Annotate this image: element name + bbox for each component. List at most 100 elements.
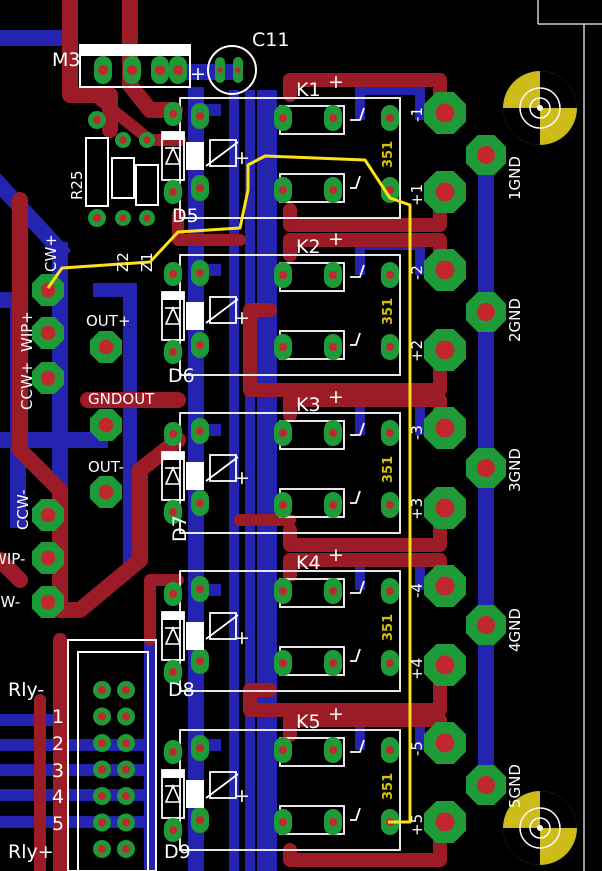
diode-pin[interactable] — [164, 500, 182, 524]
highlighted-trace[interactable] — [46, 154, 412, 824]
terminal-pad[interactable] — [32, 274, 64, 306]
gnd-pad[interactable] — [466, 448, 506, 488]
diode-pin[interactable] — [164, 740, 182, 764]
relay-pin[interactable] — [324, 809, 342, 835]
diode-pin[interactable] — [164, 262, 182, 286]
relay-pin[interactable] — [191, 332, 209, 358]
terminal-pad[interactable] — [90, 409, 122, 441]
terminal-pad[interactable] — [32, 362, 64, 394]
relay-pin[interactable] — [191, 576, 209, 602]
relay-pin[interactable] — [274, 578, 292, 604]
header-pin[interactable] — [123, 56, 141, 84]
output-pad[interactable] — [424, 801, 466, 843]
capacitor-pin[interactable] — [233, 57, 243, 83]
relay-pin[interactable] — [381, 262, 399, 288]
rly-connector-pin[interactable] — [117, 840, 135, 858]
relay-k4[interactable]: K4+351 — [179, 544, 401, 692]
diode-d8[interactable]: + — [161, 582, 250, 684]
output-pad[interactable] — [424, 722, 466, 764]
rly-connector-pin[interactable] — [93, 840, 111, 858]
diode-d7[interactable]: + — [161, 422, 250, 524]
diode-pin[interactable] — [164, 180, 182, 204]
diode-pin[interactable] — [164, 340, 182, 364]
gnd-pad[interactable] — [466, 135, 506, 175]
relay-pin[interactable] — [324, 578, 342, 604]
output-pad[interactable] — [424, 487, 466, 529]
relay-k3[interactable]: K3+351 — [179, 386, 401, 534]
relay-pin[interactable] — [191, 175, 209, 201]
relay-k1[interactable]: K1+351 — [179, 71, 401, 219]
diode-d9[interactable]: + — [161, 740, 250, 842]
rly-connector-pin[interactable] — [117, 760, 135, 779]
output-pad[interactable] — [424, 407, 466, 449]
relay-pin[interactable] — [191, 103, 209, 129]
zener-pin[interactable] — [115, 210, 131, 226]
diode-d6[interactable]: + — [161, 262, 250, 364]
rly-connector-pin[interactable] — [93, 734, 111, 752]
relay-pin[interactable] — [274, 650, 292, 676]
relay-pin[interactable] — [381, 737, 399, 763]
output-pad[interactable] — [424, 92, 466, 134]
mounting-hole-bottom[interactable] — [503, 791, 577, 865]
diode-pin[interactable] — [164, 660, 182, 684]
rly-connector-pin[interactable] — [117, 707, 135, 726]
rly-connector-pin[interactable] — [117, 734, 135, 752]
diode-pin[interactable] — [164, 422, 182, 446]
diode-pin[interactable] — [164, 102, 182, 126]
rly-connector-pin[interactable] — [117, 787, 135, 805]
rly-connector-pin[interactable] — [93, 787, 111, 805]
relay-pin[interactable] — [381, 492, 399, 518]
relay-pin[interactable] — [381, 334, 399, 360]
relay-pin[interactable] — [324, 105, 342, 131]
diode-d5[interactable]: + — [161, 102, 250, 204]
terminal-pad[interactable] — [32, 542, 64, 574]
relay-pin[interactable] — [381, 105, 399, 131]
gnd-pad[interactable] — [466, 605, 506, 645]
relay-pin[interactable] — [381, 650, 399, 676]
terminal-pad[interactable] — [90, 476, 122, 508]
mounting-hole-top[interactable] — [503, 71, 577, 145]
relay-pin[interactable] — [191, 418, 209, 444]
zener-pin[interactable] — [115, 132, 131, 148]
zener-pin[interactable] — [139, 132, 155, 148]
rly-connector-pin[interactable] — [93, 813, 111, 832]
relay-pin[interactable] — [274, 177, 292, 203]
relay-k5[interactable]: K5+351 — [179, 703, 401, 851]
relay-pin[interactable] — [381, 420, 399, 446]
terminal-pad[interactable] — [32, 499, 64, 531]
relay-pin[interactable] — [324, 492, 342, 518]
relay-pin[interactable] — [191, 807, 209, 833]
relay-pin[interactable] — [381, 578, 399, 604]
output-pad[interactable] — [424, 329, 466, 371]
header-pin[interactable] — [94, 56, 112, 84]
terminal-pad[interactable] — [32, 317, 64, 349]
gnd-pad[interactable] — [466, 765, 506, 805]
header-pin[interactable] — [151, 56, 169, 84]
relay-pin[interactable] — [324, 334, 342, 360]
relay-pin[interactable] — [274, 492, 292, 518]
relay-pin[interactable] — [381, 177, 399, 203]
relay-pin[interactable] — [191, 648, 209, 674]
capacitor-pin[interactable] — [215, 57, 225, 83]
output-pad[interactable] — [424, 644, 466, 686]
relay-pin[interactable] — [191, 260, 209, 286]
relay-pin[interactable] — [274, 262, 292, 288]
diode-pin[interactable] — [164, 582, 182, 606]
relay-pin[interactable] — [324, 262, 342, 288]
output-pad[interactable] — [424, 249, 466, 291]
relay-pin[interactable] — [274, 737, 292, 763]
terminal-pad[interactable] — [90, 331, 122, 363]
relay-pin[interactable] — [191, 490, 209, 516]
rly-connector-pin[interactable] — [117, 681, 135, 699]
rly-connector-pin[interactable] — [93, 760, 111, 779]
zener-pin[interactable] — [139, 210, 155, 226]
relay-pin[interactable] — [191, 735, 209, 761]
diode-pin[interactable] — [164, 818, 182, 842]
rly-connector-pin[interactable] — [117, 813, 135, 832]
output-pad[interactable] — [424, 565, 466, 607]
terminal-pad[interactable] — [32, 586, 64, 618]
relay-pin[interactable] — [324, 650, 342, 676]
relay-pin[interactable] — [324, 737, 342, 763]
header-pin[interactable] — [169, 56, 187, 84]
relay-pin[interactable] — [324, 177, 342, 203]
